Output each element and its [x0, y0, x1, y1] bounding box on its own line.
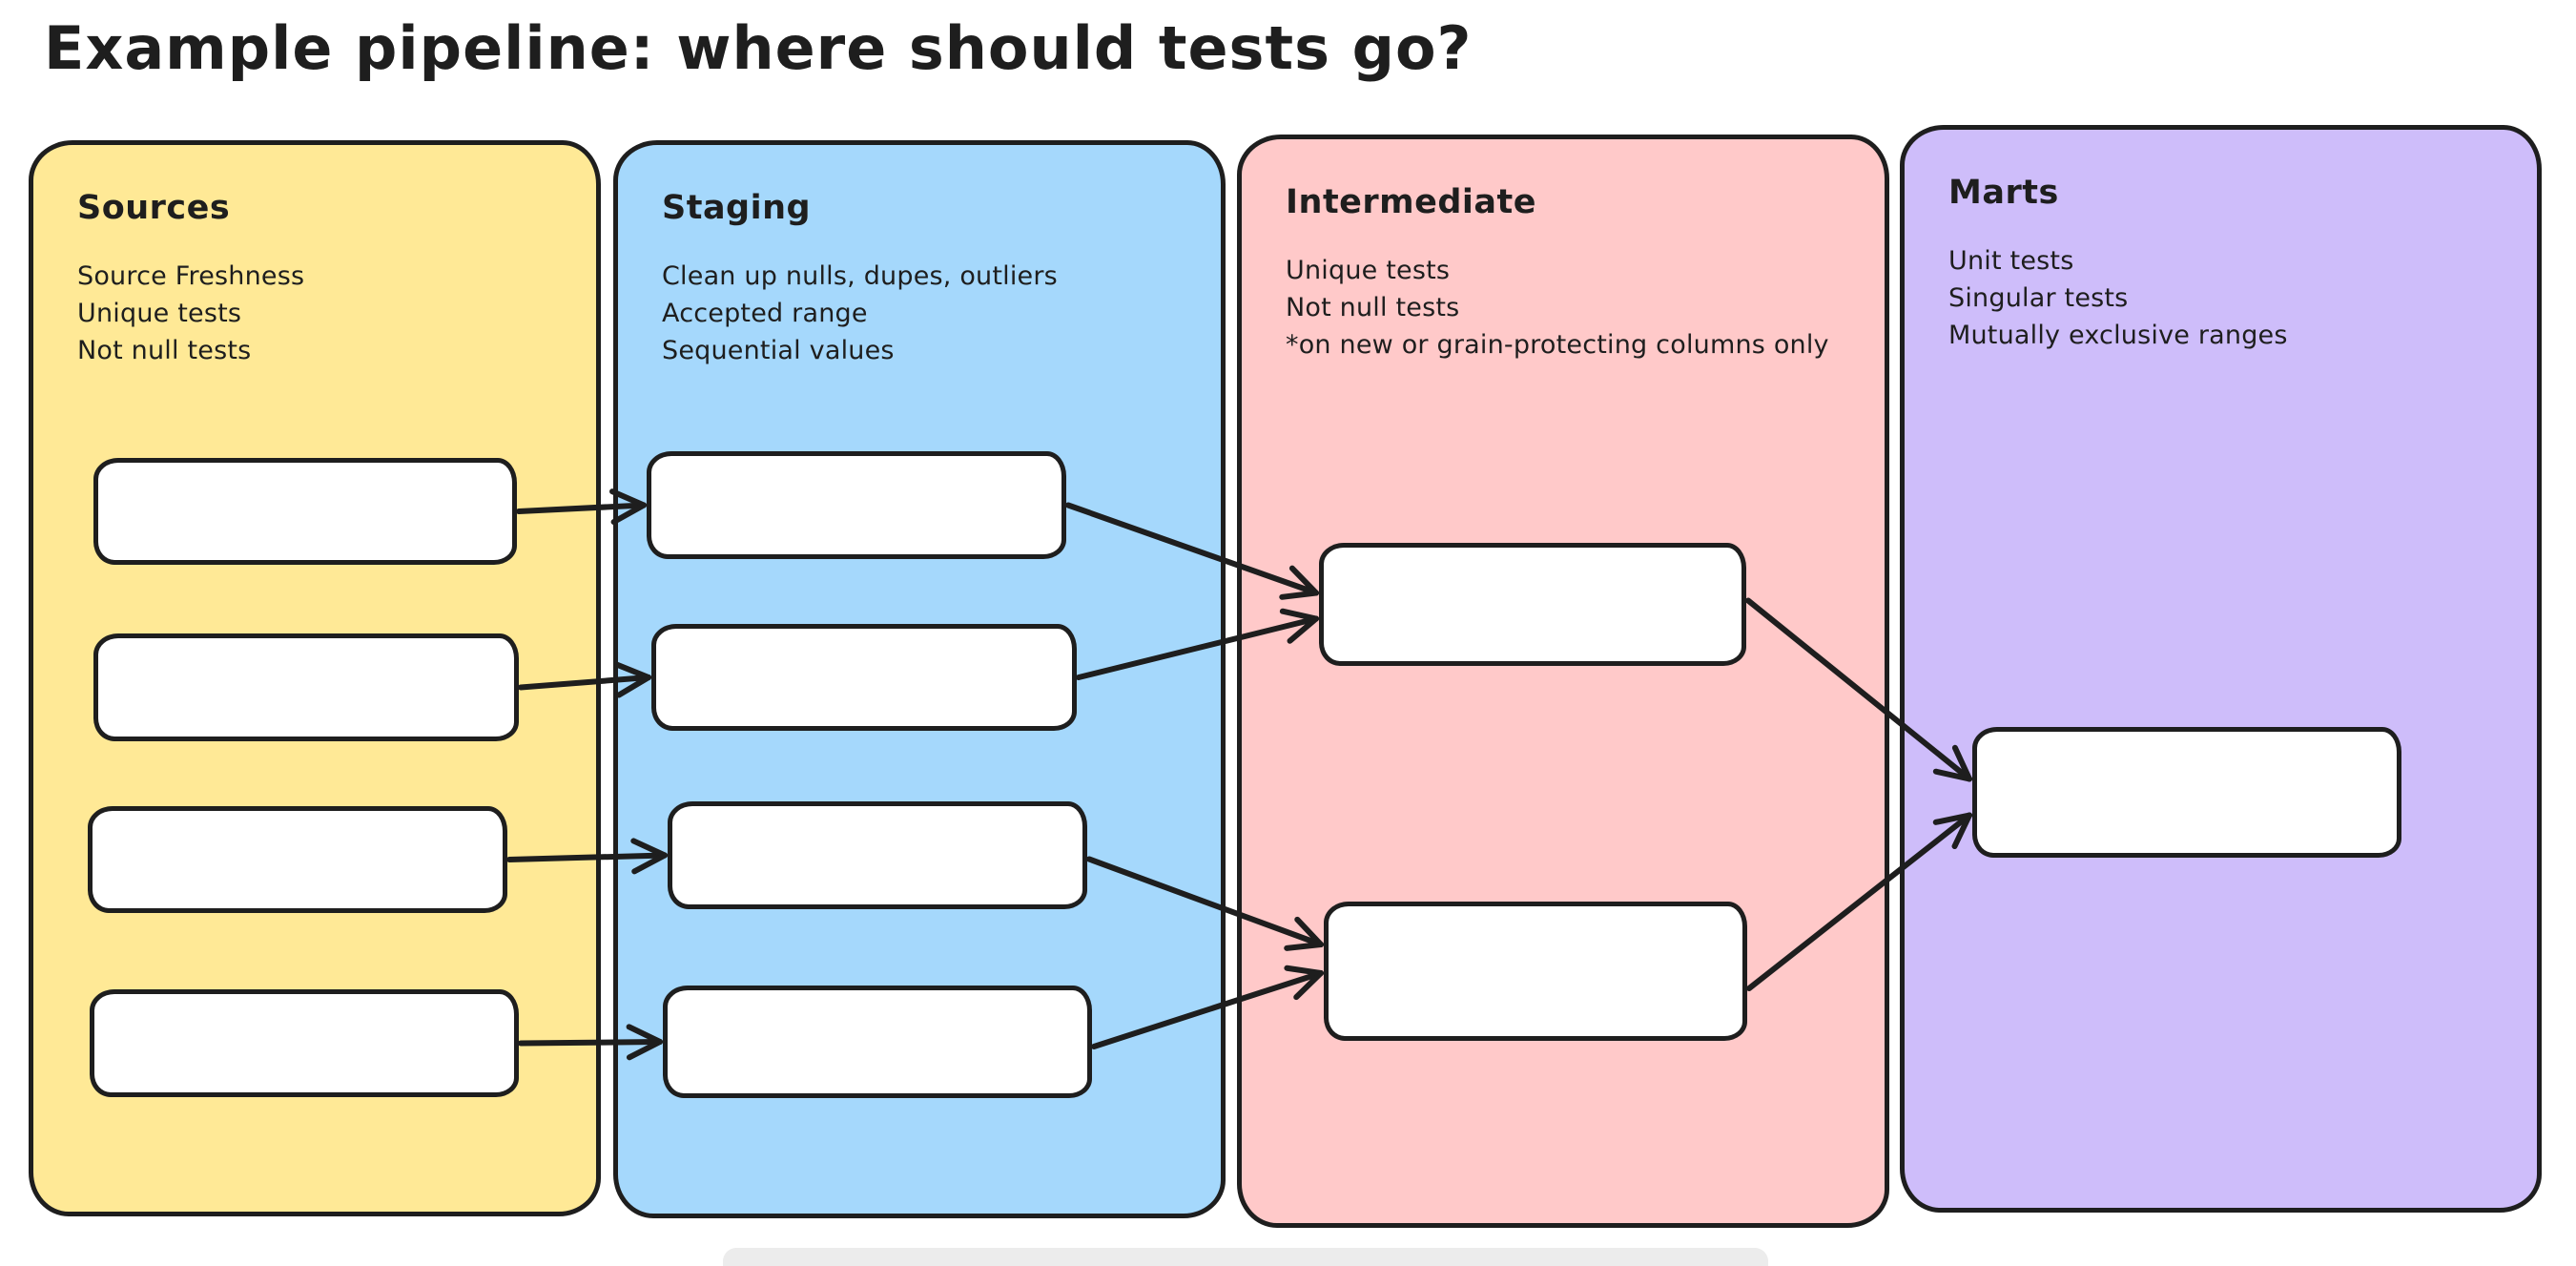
panel-staging-header: Staging: [662, 189, 812, 227]
panel-intermediate-header: Intermediate: [1286, 183, 1537, 221]
node-stg-2: [651, 624, 1077, 731]
partial-element-below: [723, 1248, 1768, 1266]
node-stg-3: [668, 801, 1087, 909]
node-src-2: [93, 633, 519, 741]
note-line: Not null tests: [1286, 293, 1460, 322]
panel-intermediate-notes: Unique tests Not null tests *on new or g…: [1286, 252, 1867, 363]
note-line: Sequential values: [662, 336, 895, 365]
panel-intermediate: Intermediate Unique tests Not null tests…: [1237, 135, 1889, 1228]
note-line: *on new or grain-protecting columns only: [1286, 330, 1829, 360]
panel-sources-header: Sources: [77, 189, 231, 227]
note-line: Mutually exclusive ranges: [1948, 321, 2288, 350]
note-line: Not null tests: [77, 336, 252, 365]
node-stg-4: [663, 986, 1092, 1098]
note-line: Singular tests: [1948, 283, 2129, 313]
node-int-1: [1319, 543, 1746, 666]
note-line: Unique tests: [77, 299, 242, 328]
note-line: Unit tests: [1948, 246, 2074, 276]
note-line: Accepted range: [662, 299, 868, 328]
panel-marts-header: Marts: [1948, 174, 2059, 212]
node-stg-1: [647, 451, 1066, 559]
node-src-1: [93, 458, 517, 565]
node-src-4: [90, 989, 519, 1097]
note-line: Unique tests: [1286, 256, 1451, 285]
node-mrt-1: [1972, 727, 2401, 858]
panel-staging-notes: Clean up nulls, dupes, outliers Accepted…: [662, 258, 1204, 369]
node-int-2: [1324, 902, 1747, 1041]
diagram-title: Example pipeline: where should tests go?: [44, 13, 1473, 83]
note-line: Clean up nulls, dupes, outliers: [662, 261, 1058, 291]
note-line: Source Freshness: [77, 261, 305, 291]
panel-marts: Marts Unit tests Singular tests Mutually…: [1900, 125, 2542, 1213]
panel-marts-notes: Unit tests Singular tests Mutually exclu…: [1948, 242, 2520, 354]
panel-sources-notes: Source Freshness Unique tests Not null t…: [77, 258, 579, 369]
node-src-3: [88, 806, 507, 913]
